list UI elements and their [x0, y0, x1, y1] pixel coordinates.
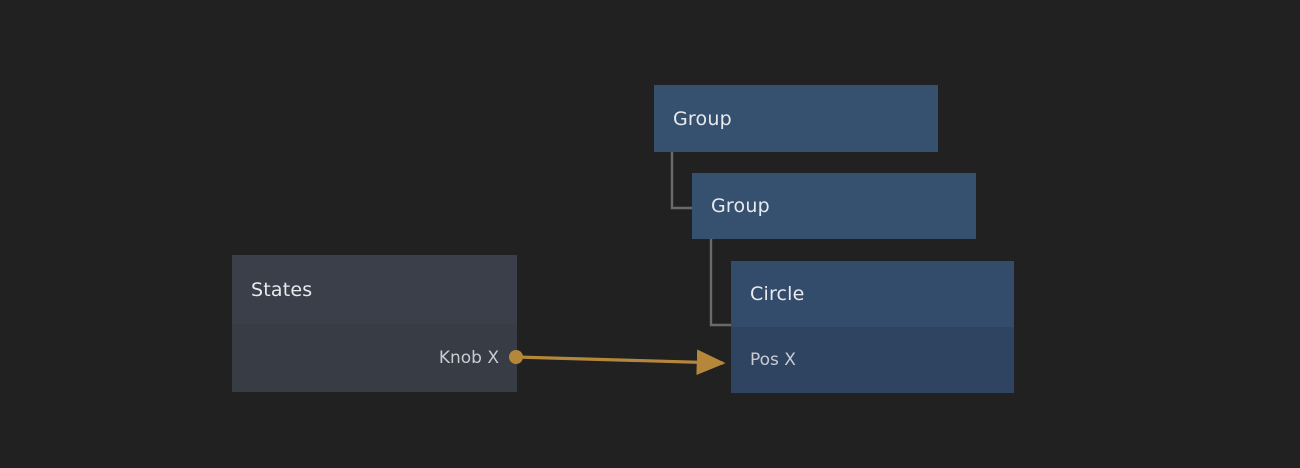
port-label-knob-x: Knob X — [438, 348, 499, 368]
node-group-inner-title: Group — [711, 195, 770, 217]
node-circle[interactable]: Circle Pos X — [731, 261, 1014, 393]
node-states-header: States — [232, 255, 517, 324]
hierarchy-link-group-outer-to-group-inner — [670, 152, 692, 210]
node-states-title: States — [251, 278, 313, 301]
node-group-inner-header: Group — [692, 173, 976, 239]
port-row-knob-x[interactable]: Knob X — [232, 348, 517, 368]
node-circle-header: Circle — [731, 261, 1014, 327]
port-row-pos-x[interactable]: Pos X — [731, 350, 1014, 370]
node-circle-body: Pos X — [731, 327, 1014, 393]
node-circle-title: Circle — [750, 283, 805, 305]
node-states[interactable]: States Knob X — [232, 255, 517, 392]
node-group-outer-title: Group — [673, 107, 732, 130]
node-group-outer-header: Group — [654, 85, 938, 152]
hierarchy-link-group-inner-to-circle — [709, 239, 731, 327]
node-group-outer[interactable]: Group — [654, 85, 938, 152]
connection-knob-x-to-pos-x[interactable] — [515, 349, 726, 376]
port-label-pos-x: Pos X — [750, 350, 796, 370]
node-states-body: Knob X — [232, 324, 517, 392]
node-group-inner[interactable]: Group — [692, 173, 976, 239]
